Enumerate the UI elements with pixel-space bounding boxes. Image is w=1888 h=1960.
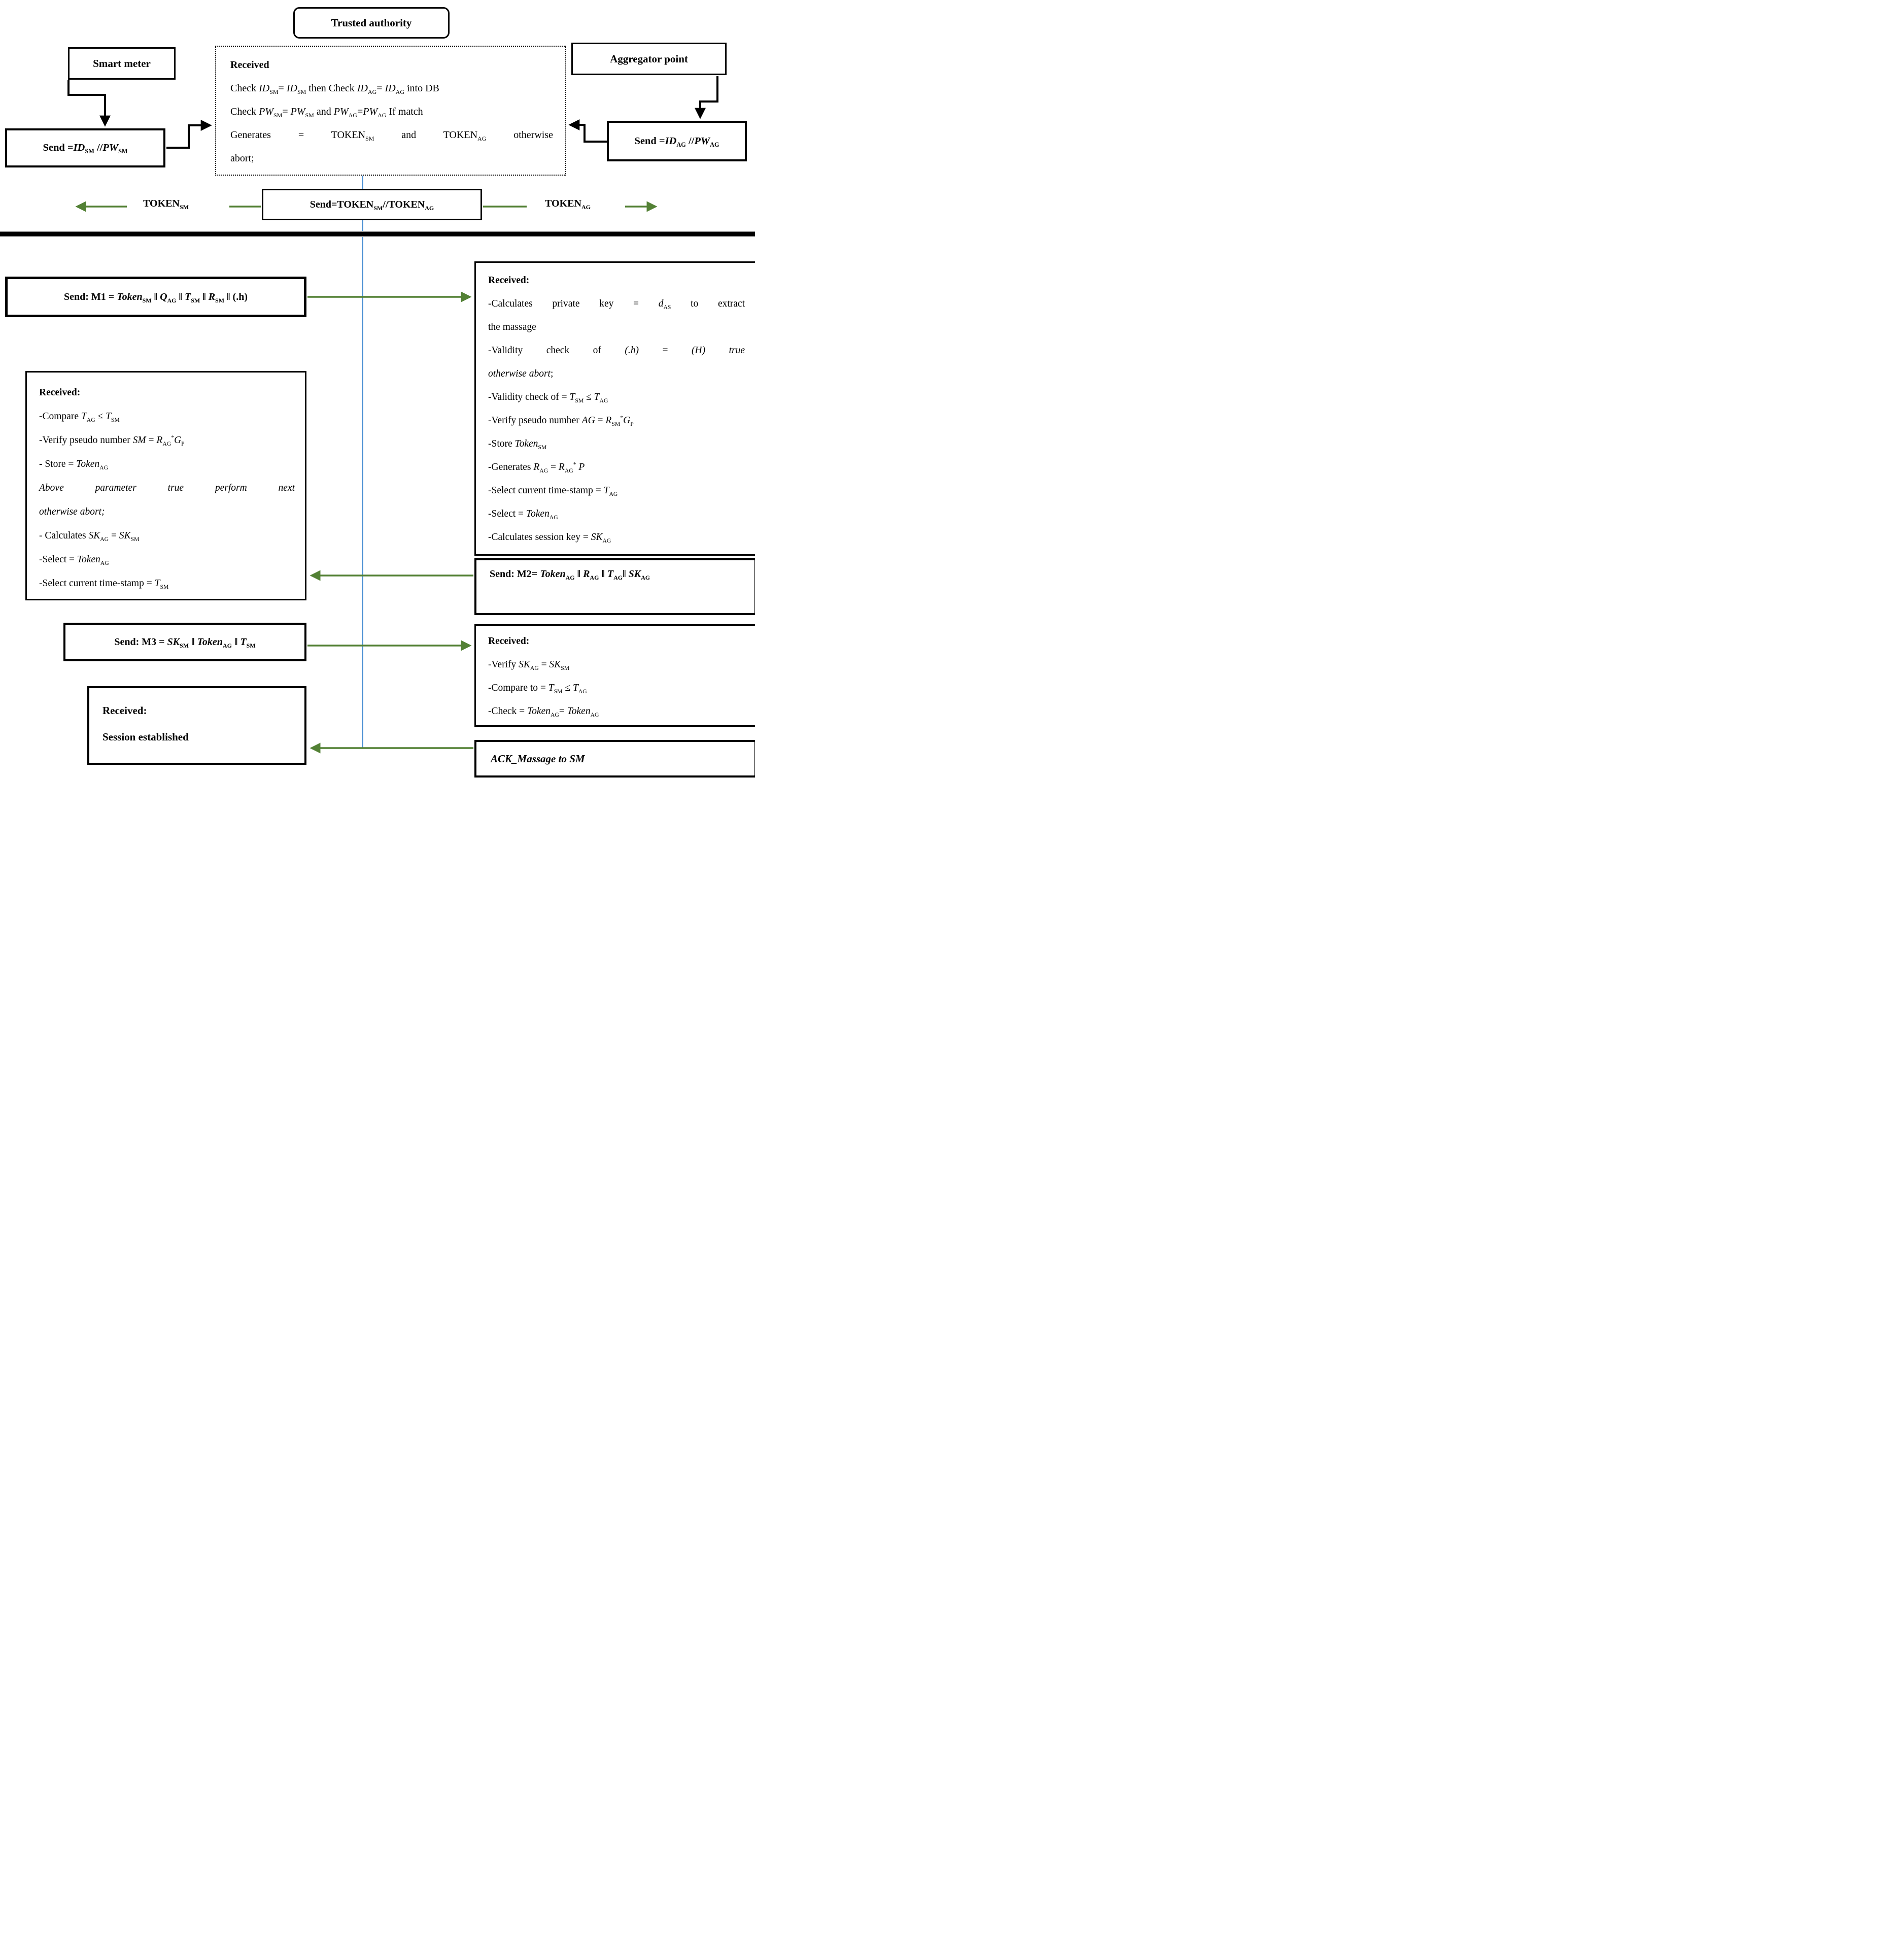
text-line: -Verify pseudo number AG = RSM*GP: [488, 414, 634, 427]
text-line: Above parameter true perform next: [39, 483, 295, 493]
text-line: Received:: [102, 704, 147, 717]
connector-aggregator-to-sendag: [695, 76, 718, 119]
received-ag-box: Received: -Calculates private key = dAS t…: [474, 261, 755, 556]
text-line: abort;: [230, 153, 254, 164]
connector-smartmeter-to-sendsm: [67, 80, 111, 127]
text-line: -Verify SKAG = SKSM: [488, 659, 570, 671]
node-smart-meter-label: Smart meter: [93, 57, 151, 70]
text-line: -Calculates private key = dAS to extract: [488, 298, 745, 311]
text-line: - Store = TokenAG: [39, 459, 109, 471]
text-line: the massage: [488, 322, 536, 332]
text-line: -Calculates session key = SKAG: [488, 532, 611, 544]
text-line: -Generates RAG = RAG* P: [488, 461, 585, 474]
received-sm-box: Received: -Compare TAG ≤ TSM -Verify pseud…: [25, 371, 306, 600]
protocol-diagram: Trusted authority Smart meter Aggregator…: [0, 0, 755, 784]
send-token-label: Send=TOKENSM//TOKENAG: [310, 198, 434, 212]
text-line: -Select current time-stamp = TAG: [488, 485, 618, 497]
text-line: -Select current time-stamp = TSM: [39, 578, 169, 590]
node-aggregator-point: Aggregator point: [571, 43, 727, 75]
text-line: -Store TokenSM: [488, 438, 547, 451]
text-line: -Select = TokenAG: [488, 509, 558, 521]
send-m2-label: Send: M2= TokenAG ‖ RAG ‖ TAG‖ SKAG: [490, 568, 650, 581]
send-m1-box: Send: M1 = TokenSM ‖ QAG ‖ TSM ‖ RSM ‖ (…: [5, 277, 306, 317]
received-final-box: Received: -Verify SKAG = SKSM -Compare to …: [474, 624, 755, 727]
send-ag-credentials-label: Send =IDAG //PWAG: [634, 135, 719, 148]
text-line: Received:: [488, 275, 530, 286]
send-m3-box: Send: M3 = SKSM ‖ TokenAG ‖ TSM: [63, 623, 306, 661]
ack-message-label: ACK_Massage to SM: [491, 752, 585, 765]
token-sm-label: TOKENSM: [143, 198, 189, 211]
text-line: Received:: [39, 387, 81, 398]
text-line: otherwise abort;: [39, 506, 105, 517]
text-line: Generates = TOKENSM and TOKENAG otherwis…: [230, 129, 553, 142]
text-line: Session established: [102, 731, 189, 743]
node-trusted-authority-label: Trusted authority: [331, 16, 412, 29]
send-ag-credentials-box: Send =IDAG //PWAG: [607, 121, 747, 161]
send-sm-credentials-box: Send =IDSM //PWSM: [5, 128, 165, 167]
text-line: -Validity check of (.h) = (H) true: [488, 345, 745, 356]
text-line: Received:: [488, 636, 530, 647]
send-m2-box: Send: M2= TokenAG ‖ RAG ‖ TAG‖ SKAG: [474, 558, 755, 615]
text-line: -Compare TAG ≤ TSM: [39, 411, 120, 423]
text-line: -Compare to = TSM ≤ TAG: [488, 683, 587, 695]
send-token-box: Send=TOKENSM//TOKENAG: [262, 189, 482, 220]
session-established-box: Received: Session established: [87, 686, 306, 765]
text-line: Check PWSM= PWSM and PWAG=PWAG If match: [230, 106, 423, 119]
text-line: Check IDSM= IDSM then Check IDAG= IDAG i…: [230, 83, 439, 95]
phase-separator-line: [0, 231, 755, 237]
ack-message-box: ACK_Massage to SM: [474, 740, 755, 778]
send-sm-credentials-label: Send =IDSM //PWSM: [43, 142, 128, 155]
connector-sendag-to-trusted-authority: [568, 119, 607, 143]
node-smart-meter: Smart meter: [68, 47, 176, 80]
node-aggregator-point-label: Aggregator point: [610, 52, 688, 65]
node-trusted-authority: Trusted authority: [293, 7, 450, 39]
text-line: - Calculates SKAG = SKSM: [39, 530, 140, 543]
token-ag-label: TOKENAG: [545, 198, 591, 211]
text-line: -Validity check of = TSM ≤ TAG: [488, 392, 608, 404]
text-line: Received: [230, 59, 269, 71]
send-m3-label: Send: M3 = SKSM ‖ TokenAG ‖ TSM: [114, 636, 256, 649]
text-line: -Select = TokenAG: [39, 554, 109, 566]
connector-layer: [67, 76, 718, 754]
text-line: -Check = TokenAG= TokenAG: [488, 706, 599, 718]
lifeline-blue: [362, 176, 363, 748]
text-line: -Verify pseudo number SM = RAG*GP: [39, 434, 185, 447]
send-m1-label: Send: M1 = TokenSM ‖ QAG ‖ TSM ‖ RSM ‖ (…: [64, 291, 248, 304]
connector-sendsm-to-trusted-authority: [166, 120, 212, 149]
text-line: otherwise abort;: [488, 368, 554, 379]
